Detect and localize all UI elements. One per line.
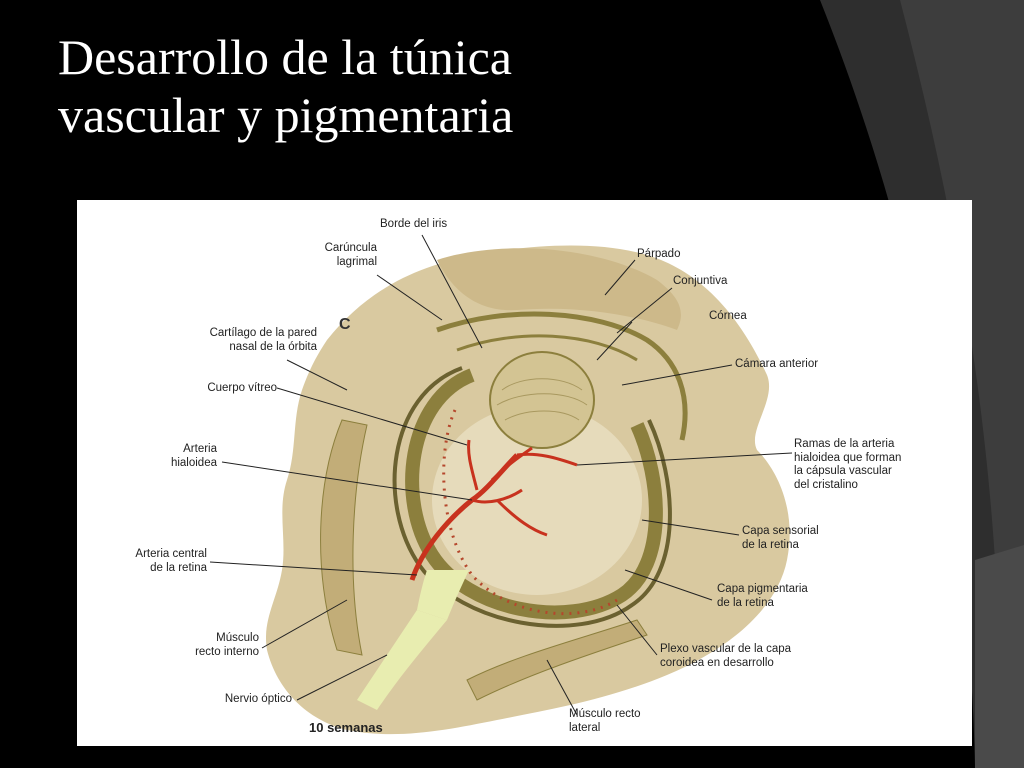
label-plexo-vascular: Plexo vascular de la capa coroidea en de… [660,643,791,670]
label-borde-iris: Borde del iris [380,218,448,230]
choroid-plexus [442,409,618,616]
label-capa-pigmentaria-line-2: de la retina [717,596,774,609]
label-ramas-line-1: Ramas de la arteria [794,438,895,450]
optic-nerve-stalk [417,570,469,620]
slide-title-line-1: Desarrollo de la túnica [58,29,512,85]
label-musculo-interno-line-1: Músculo [216,632,259,644]
label-cartilago-line-1: Cartílago de la pared [209,327,317,339]
label-arteria-hialoidea-line-1: Arteria [183,443,217,455]
slide-title: Desarrollo de la túnica vascular y pigme… [58,28,513,144]
label-cartilago-line-2: nasal de la órbita [229,340,317,353]
label-cuerpo-vitreo: Cuerpo vítreo [207,382,277,394]
label-cornea: Córnea [709,310,747,322]
label-capa-sensorial-line-1: Capa sensorial [742,525,819,537]
stage-label: 10 semanas [309,720,383,735]
label-musculo-interno-line-2: recto interno [195,645,259,658]
label-ramas-line-2: hialoidea que forman [794,451,902,464]
label-musculo-recto-interno: Músculo recto interno [172,632,259,659]
eye-illustration [209,234,793,735]
label-capa-pigmentaria: Capa pigmentaria de la retina [717,583,808,610]
label-cartilago: Cartílago de la pared nasal de la órbita [157,327,317,354]
conjunctiva-arc [436,311,688,441]
leader-lines [209,234,793,716]
label-capa-sensorial: Capa sensorial de la retina [742,525,819,552]
panel-letter: C [339,316,351,333]
lens [489,351,595,449]
label-musculo-lateral-line-1: Músculo recto [569,708,641,720]
retina-pigmentaria [392,366,672,628]
label-ramas-line-3: la cápsula vascular [794,465,892,477]
eyelid-upper [437,248,681,330]
label-conjuntiva: Conjuntiva [673,275,728,287]
label-musculo-lateral-line-2: lateral [569,721,601,734]
lens-fibers [496,378,588,421]
label-musculo-recto-lateral: Músculo recto lateral [569,708,641,735]
vitreous-body [432,405,642,595]
label-nervio-optico: Nervio óptico [224,693,292,705]
label-arteria-central: Arteria central de la retina [107,548,207,575]
label-capa-pigmentaria-line-1: Capa pigmentaria [717,583,808,595]
label-ramas-arteria-hialoidea: Ramas de la arteria hialoidea que forman… [794,438,901,492]
lateral-rectus-muscle [466,619,648,701]
slide-title-line-2: vascular y pigmentaria [58,87,514,143]
label-arteria-central-line-2: de la retina [150,561,207,574]
label-parpado: Párpado [637,248,681,260]
eye-development-diagram: C Borde del iris Carúncula lagrimal Párp… [77,200,972,746]
label-arteria-central-line-1: Arteria central [135,548,207,560]
label-caruncula: Carúncula lagrimal [317,242,377,269]
label-capa-sensorial-line-2: de la retina [742,538,799,551]
label-ramas-line-4: del cristalino [794,478,858,491]
label-plexo-line-1: Plexo vascular de la capa [660,643,792,655]
label-camara-anterior: Cámara anterior [735,358,819,370]
label-arteria-hialoidea: Arteria hialoidea [147,443,217,470]
label-plexo-line-2: coroidea en desarrollo [660,656,774,669]
optic-nerve [357,610,447,710]
hyaloid-branches [467,439,578,537]
retina-sensorial [405,368,663,620]
label-arteria-hialoidea-line-2: hialoidea [170,456,217,469]
label-caruncula-line-2: lagrimal [336,255,377,268]
label-caruncula-line-1: Carúncula [324,242,377,254]
